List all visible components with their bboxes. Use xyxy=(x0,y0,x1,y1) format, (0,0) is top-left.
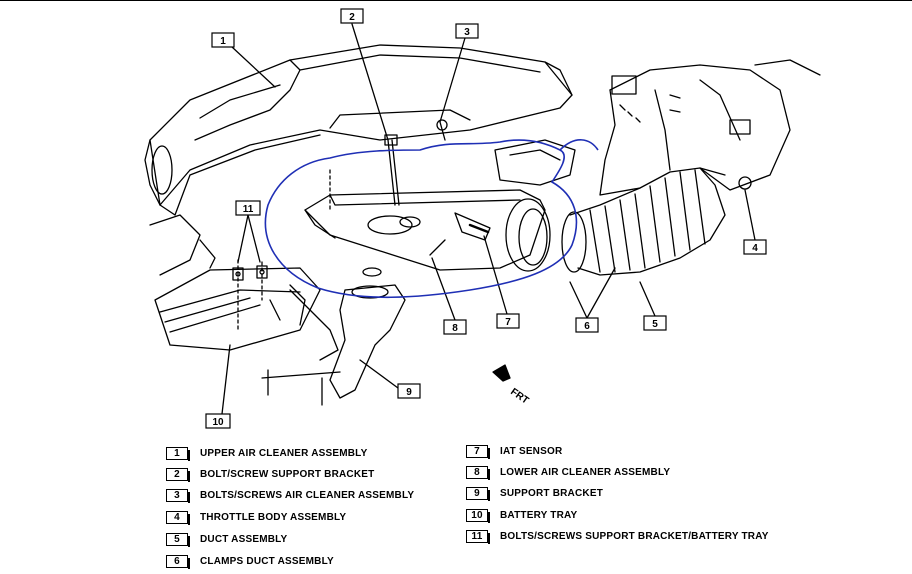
legend-number: 11 xyxy=(466,530,490,544)
bolts-drawing xyxy=(232,119,448,331)
callout-boxes xyxy=(205,8,767,429)
legend-number: 8 xyxy=(466,466,490,480)
legend-number: 1 xyxy=(166,447,190,461)
legend-number: 6 xyxy=(166,555,190,569)
callout-7: 7 xyxy=(505,317,511,328)
lower-air-cleaner-drawing xyxy=(304,139,576,272)
legend-number: 4 xyxy=(166,511,190,525)
callout-3: 3 xyxy=(464,27,470,38)
direction-label: FRT xyxy=(508,386,530,406)
legend-label: BOLT/SCREW SUPPORT BRACKET xyxy=(200,469,375,480)
legend-number: 3 xyxy=(166,489,190,503)
legend-item-5: 5 DUCT ASSEMBLY xyxy=(166,533,288,547)
legend-number: 10 xyxy=(466,509,490,523)
front-arrow-icon xyxy=(492,364,511,382)
callout-4: 4 xyxy=(752,243,758,254)
legend-item-10: 10 BATTERY TRAY xyxy=(466,509,578,523)
legend-label: DUCT ASSEMBLY xyxy=(200,534,288,545)
legend-label: CLAMPS DUCT ASSEMBLY xyxy=(200,556,334,567)
legend-number: 2 xyxy=(166,468,190,482)
throttle-body-drawing xyxy=(599,59,821,196)
callout-1: 1 xyxy=(220,36,226,47)
legend-number: 9 xyxy=(466,487,490,501)
upper-air-cleaner-drawing xyxy=(144,44,573,216)
callout-2: 2 xyxy=(349,12,355,23)
support-bracket-drawing xyxy=(261,267,406,406)
legend-item-8: 8 LOWER AIR CLEANER ASSEMBLY xyxy=(466,466,671,480)
callout-11: 11 xyxy=(243,204,254,215)
legend-item-11: 11 BOLTS/SCREWS SUPPORT BRACKET/BATTERY … xyxy=(466,530,769,544)
legend-label: IAT SENSOR xyxy=(500,446,563,457)
legend-label: BATTERY TRAY xyxy=(500,510,578,521)
legend-item-2: 2 BOLT/SCREW SUPPORT BRACKET xyxy=(166,468,375,482)
legend-item-7: 7 IAT SENSOR xyxy=(466,445,563,459)
legend-item-4: 4 THROTTLE BODY ASSEMBLY xyxy=(166,511,347,525)
legend-label: SUPPORT BRACKET xyxy=(500,488,604,499)
legend-label: BOLTS/SCREWS SUPPORT BRACKET/BATTERY TRA… xyxy=(500,531,769,542)
callout-5: 5 xyxy=(652,319,658,330)
top-border-line xyxy=(0,0,912,1)
iat-sensor-drawing xyxy=(468,223,490,234)
callout-10: 10 xyxy=(212,417,224,428)
legend-label: BOLTS/SCREWS AIR CLEANER ASSEMBLY xyxy=(200,490,415,501)
legend-label: THROTTLE BODY ASSEMBLY xyxy=(200,512,347,523)
annotation-circle xyxy=(264,139,599,299)
legend-item-9: 9 SUPPORT BRACKET xyxy=(466,487,604,501)
legend-number: 5 xyxy=(166,533,190,547)
callout-9: 9 xyxy=(406,387,412,398)
legend-label: UPPER AIR CLEANER ASSEMBLY xyxy=(200,448,368,459)
callout-8: 8 xyxy=(452,323,458,334)
legend-label: LOWER AIR CLEANER ASSEMBLY xyxy=(500,467,671,478)
leader-lines xyxy=(221,23,756,415)
callout-6: 6 xyxy=(584,321,590,332)
duct-assembly-drawing xyxy=(561,167,726,276)
engine-bay-outline-drawing xyxy=(149,214,321,351)
legend-item-1: 1 UPPER AIR CLEANER ASSEMBLY xyxy=(166,447,368,461)
legend-item-6: 6 CLAMPS DUCT ASSEMBLY xyxy=(166,555,334,569)
legend-item-3: 3 BOLTS/SCREWS AIR CLEANER ASSEMBLY xyxy=(166,489,415,503)
legend-number: 7 xyxy=(466,445,490,459)
